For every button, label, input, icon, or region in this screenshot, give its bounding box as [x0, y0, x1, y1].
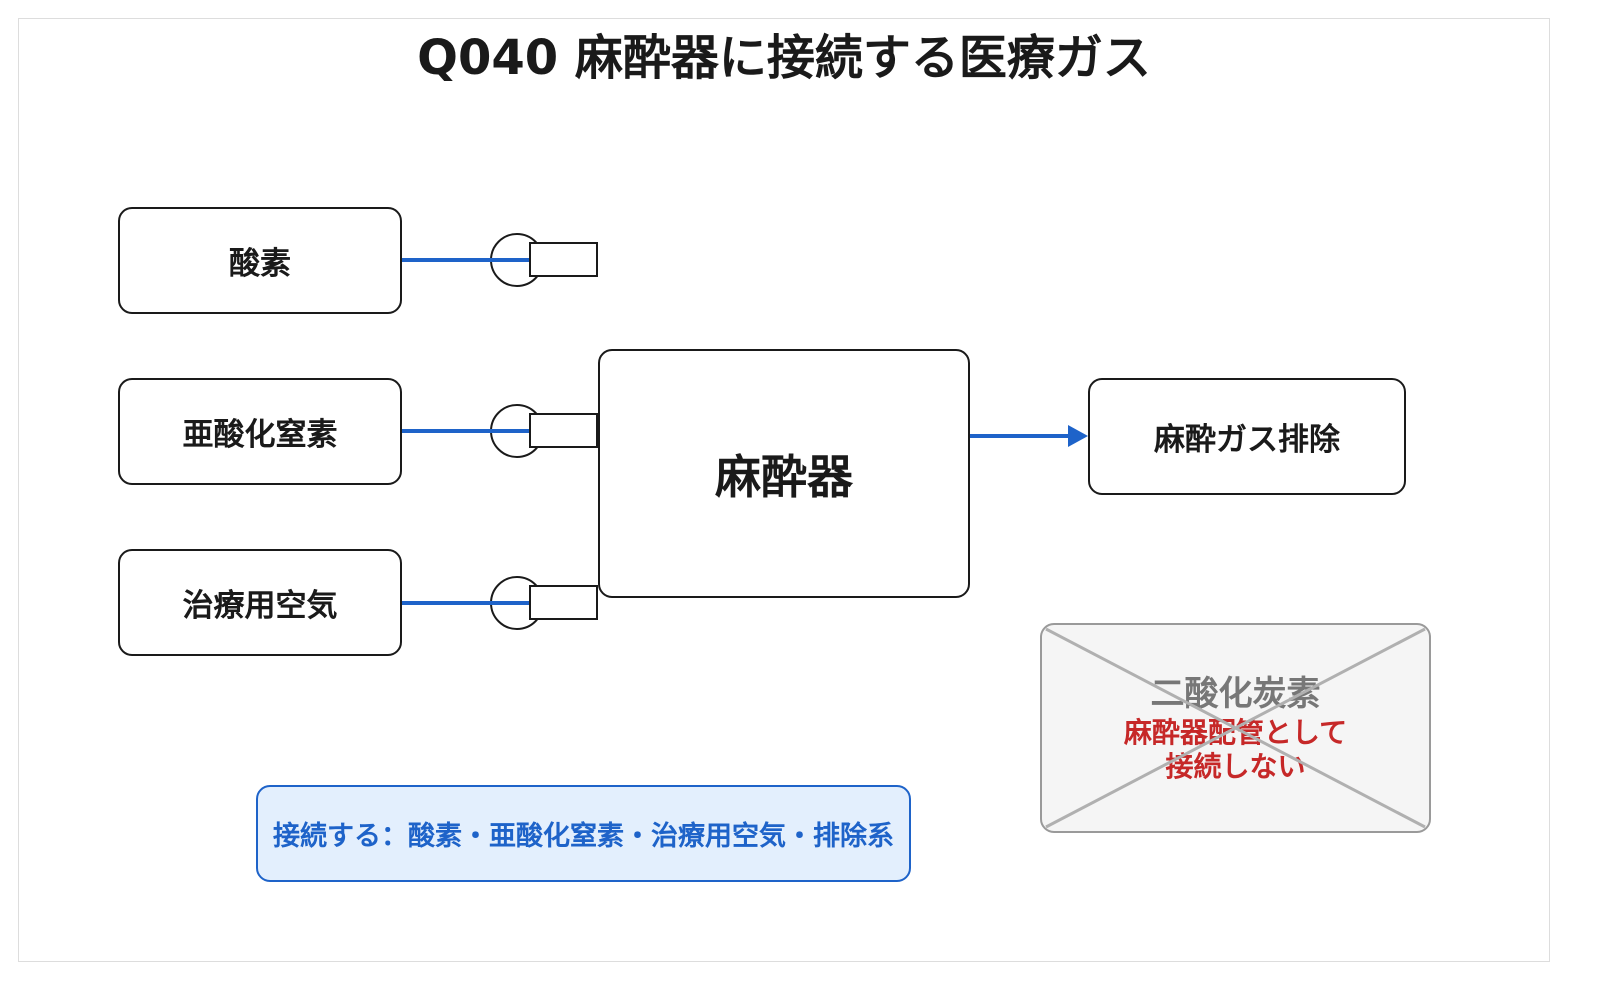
source-medical-air-box: 治療用空気 [118, 549, 402, 656]
n2o-connector [402, 404, 598, 458]
source-nitrous-oxide-box: 亜酸化窒素 [118, 378, 402, 485]
page-title: Q040 麻酔器に接続する医療ガス [417, 30, 1151, 86]
excluded-co2-box: 二酸化炭素 麻酔器配管として 接続しない [1040, 623, 1431, 833]
co2-label: 二酸化炭素 [1150, 674, 1321, 714]
anesthetic-gas-scavenging-box: 麻酔ガス排除 [1088, 378, 1406, 495]
co2-note-line1: 麻酔器配管として [1123, 716, 1348, 749]
summary-banner: 接続する：酸素・亜酸化窒素・治療用空気・排除系 [256, 785, 911, 882]
exhaust-arrow [970, 425, 1088, 447]
anesthesia-machine-box: 麻酔器 [598, 349, 970, 598]
air-connector [402, 576, 598, 630]
source-oxygen-box: 酸素 [118, 207, 402, 314]
diagram-frame [18, 18, 1550, 962]
oxygen-connector [402, 233, 598, 287]
co2-note-line2: 接続しない [1165, 750, 1306, 783]
